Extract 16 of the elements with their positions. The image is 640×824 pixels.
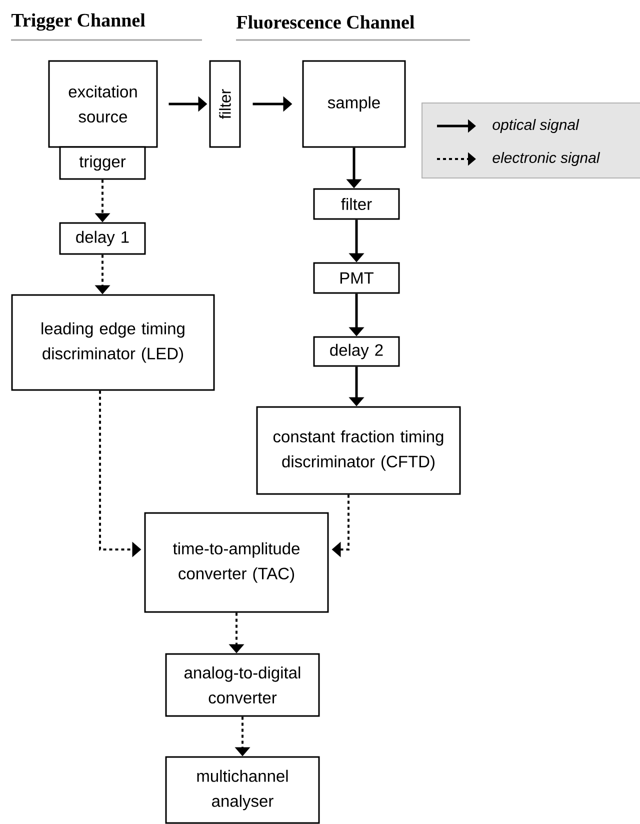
process-box: constant fraction timing discriminator (CFTD) xyxy=(256,406,461,495)
process-box: filter xyxy=(313,188,400,220)
process-box: delay 1 xyxy=(59,222,146,255)
process-box: trigger xyxy=(59,146,146,180)
process-box: filter xyxy=(209,60,241,148)
process-box: analog-to-digital converter xyxy=(165,653,320,717)
legend-text: electronic signal xyxy=(492,152,600,166)
channel-heading: Trigger Channel xyxy=(12,13,146,31)
process-box: PMT xyxy=(313,262,400,294)
process-box: sample xyxy=(302,60,406,148)
legend-text: optical signal xyxy=(492,119,580,133)
process-box: multichannel analyser xyxy=(165,756,320,824)
process-box: delay 2 xyxy=(313,336,400,367)
process-box: time-to-amplitude converter (TAC) xyxy=(144,512,329,613)
channel-heading: Fluorescence Channel xyxy=(236,15,414,29)
process-box: leading edge timing discriminator (LED) xyxy=(11,294,215,391)
